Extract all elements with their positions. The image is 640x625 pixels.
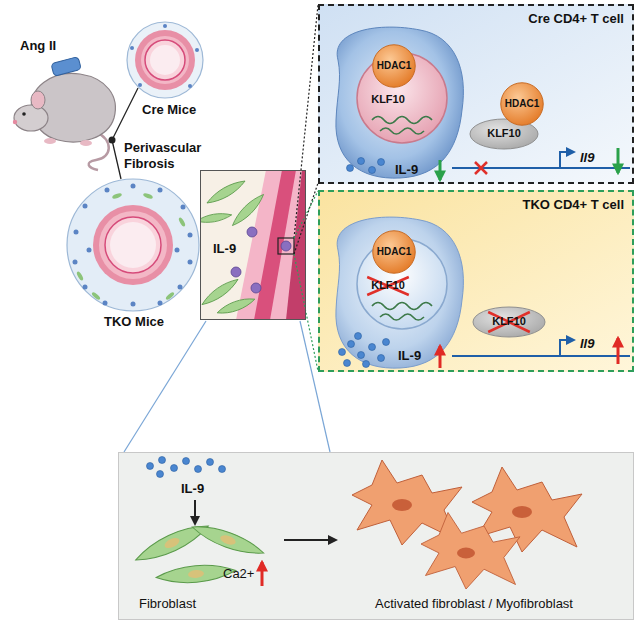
protein-complex: HDAC1KLF10	[468, 84, 550, 152]
wall-closeup	[200, 170, 306, 320]
cre-t-cell	[336, 27, 630, 180]
cell-label: Fibroblast	[139, 596, 196, 612]
bubble-shape	[468, 84, 550, 152]
protein-label: KLF10	[487, 127, 521, 140]
cytokine-label: IL-9	[181, 481, 204, 497]
gene-label: Il9	[580, 150, 594, 166]
phenotype-label: Perivascular Fibrosis	[124, 140, 220, 171]
pump	[51, 57, 81, 77]
klf-protein	[473, 307, 545, 337]
panel-title: TKO CD4+ T cell	[523, 197, 625, 213]
ion-label: Ca2+	[223, 566, 254, 582]
nucleus-outline	[357, 239, 447, 329]
fibroblast-panel-ground	[118, 452, 634, 620]
cre-panel-ground	[318, 4, 634, 184]
protein-label: HDAC1	[377, 246, 411, 258]
protein-label: HDAC1	[505, 98, 539, 110]
panel-title: Cre CD4+ T cell	[528, 11, 624, 27]
cytokine-label: IL-9	[395, 162, 418, 178]
protein-label: KLF10	[492, 315, 526, 328]
chromatin	[380, 128, 424, 134]
group-label: TKO Mice	[104, 314, 164, 330]
mouse-drawing	[13, 57, 116, 170]
cell-panel: Cre CD4+ T cellIl9IL-9HDAC1KLF10HDAC1KLF…	[318, 4, 634, 184]
hdac-protein	[373, 231, 415, 273]
tko-panel-ground	[318, 190, 634, 372]
panel-grounds	[118, 4, 634, 620]
cre-artery	[127, 22, 203, 98]
chromatin	[372, 117, 432, 124]
cytokine-label: IL-9	[213, 241, 236, 257]
gene-label: Il9	[580, 336, 594, 352]
cross-mark	[367, 277, 409, 295]
protein-label: HDAC1	[377, 60, 411, 72]
nucleus: HDAC1KLF10	[356, 238, 448, 330]
cell-label: Activated fibroblast / Myofibroblast	[375, 596, 573, 612]
chromatin	[372, 303, 432, 310]
cytokine-label: IL-9	[398, 348, 421, 364]
tko-t-cell	[336, 217, 630, 368]
chromatin	[380, 314, 424, 320]
cross-mark	[488, 312, 530, 332]
treatment-label: Ang II	[20, 38, 56, 54]
nucleus-outline	[357, 53, 447, 143]
hdac-protein	[373, 45, 415, 87]
nucleus: HDAC1KLF10	[356, 52, 448, 144]
closeup-panel: IL-9	[200, 170, 306, 320]
zoom-square	[278, 238, 294, 254]
cell-panel: TKO CD4+ T cellIl9IL-9HDAC1KLF10KLF10	[318, 190, 634, 372]
protein-label: KLF10	[371, 279, 405, 292]
group-label: Cre Mice	[142, 102, 196, 118]
protein-label: KLF10	[371, 93, 405, 106]
fibroblast-panel: IL-9Fibroblast Ca2+ Activated fibroblast /…	[118, 452, 634, 620]
tko-artery	[67, 179, 199, 311]
protein-ellipse: KLF10	[468, 304, 550, 340]
hdac-protein	[501, 83, 543, 125]
fibroblast-activation	[132, 457, 582, 590]
zoom-lines	[124, 5, 330, 452]
